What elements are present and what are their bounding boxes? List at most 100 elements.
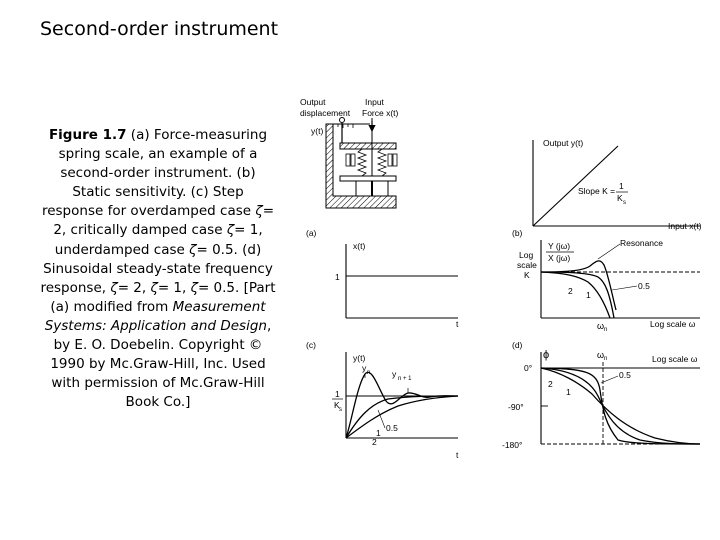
b-slope-line: [532, 145, 619, 227]
d-scale-label: scale: [517, 260, 537, 270]
d-log-label: Log: [519, 250, 533, 260]
d-mag-curves: [540, 260, 617, 319]
y-of-t-label: y(t): [311, 126, 323, 136]
slide-title: Second-order instrument: [40, 18, 279, 40]
d-mag-zeta-1: 1: [586, 290, 591, 300]
output-label-2: displacement: [300, 108, 351, 118]
b-slope-den-sub: s: [623, 200, 626, 206]
mag-zeta-1: [540, 271, 615, 319]
caption-part: = 1, underdamped case: [54, 222, 263, 258]
mass-plate: [339, 175, 397, 182]
d-log-scale-top: Log scale ω: [650, 319, 696, 329]
d-deg-90: -90°: [508, 402, 524, 412]
d-phase-zeta-2: 2: [548, 379, 553, 389]
c-zeta-2-label: 2: [372, 437, 377, 447]
d-mag-zeta-05-leader: [611, 285, 638, 291]
phase-zeta-1: [540, 367, 701, 445]
c-step-level-value: 1: [335, 272, 340, 282]
a-panel-label: (a): [306, 228, 317, 238]
c-yn1-label: y: [392, 369, 397, 379]
d-deg-0: 0°: [524, 363, 532, 373]
c-yn-markers: [364, 374, 409, 393]
output-label-1: Output: [300, 97, 326, 107]
c-panel-label: (c): [306, 340, 316, 350]
dampers: [345, 153, 398, 167]
c-step-curves: [345, 371, 459, 439]
frame-top-bar: [339, 142, 397, 150]
c-yn1-sub: n + 1: [398, 376, 412, 382]
scale-frame: [325, 123, 397, 209]
caption-part: (a) Force-measuring spring scale, an exa…: [41, 127, 268, 220]
c-y-of-t-label: y(t): [353, 353, 365, 363]
c-yn-label: y: [362, 363, 367, 373]
caption-part: ζ: [150, 279, 158, 296]
b-panel-label: (b): [512, 228, 523, 238]
caption-part: ζ: [189, 241, 197, 258]
mag-zeta-05: [540, 260, 617, 311]
input-label-1: Input: [365, 97, 385, 107]
mag-zeta-2: [540, 271, 611, 319]
d-phi-label: ϕ: [543, 349, 549, 361]
phase-zeta-2: [540, 367, 701, 445]
c-level-den-sub: s: [339, 407, 342, 413]
c-level-num: 1: [335, 389, 340, 399]
caption-part: ζ: [226, 222, 235, 239]
b-slope-num: 1: [619, 181, 624, 191]
caption-part: , by E. O. Doebelin. Copyright © 1990 by…: [50, 317, 272, 411]
d-deg-180: -180°: [502, 440, 522, 450]
figure-caption: Figure 1.7 (a) Force-measuring spring sc…: [40, 126, 276, 412]
d-mag-zeta-2: 2: [568, 286, 573, 296]
b-x-label: Input x(t): [668, 221, 702, 231]
c-x-of-t-label: x(t): [353, 241, 365, 251]
curve-zeta-1: [345, 395, 459, 439]
b-slope-den: K: [617, 193, 623, 203]
c-top-t-label: t: [456, 319, 459, 329]
pointer-ring: [339, 117, 345, 123]
panel-b-static-sensitivity: Output y(t) Input x(t) Slope K = 1 K s (…: [512, 138, 702, 238]
b-slope-label: Slope K =: [578, 186, 615, 196]
caption-part: Measurement Systems: Application and Des…: [44, 298, 267, 334]
d-phase-zeta-05-leader: [600, 375, 619, 384]
caption-part: ζ: [255, 203, 263, 220]
d-omega-n-sub: n: [604, 327, 607, 333]
c-zeta-05-label: 0.5: [386, 423, 398, 433]
panel-c-step-response: (c) y(t) y n y n + 1 1 K s 0.5 1 2 t: [306, 340, 459, 460]
caption-part: ζ: [110, 279, 118, 296]
d-phase-omega-sub: n: [604, 356, 607, 362]
c-bottom-t-label: t: [456, 450, 459, 460]
scale-ticks: [332, 124, 354, 128]
d-phase-curves: [540, 367, 701, 445]
caption-part: = 1,: [157, 279, 191, 296]
b-y-label: Output y(t): [543, 138, 583, 148]
d-mag-zeta-05: 0.5: [638, 281, 650, 291]
d-k-label: K: [524, 270, 530, 280]
phase-zeta-05: [540, 367, 701, 445]
d-resonance-label: Resonance: [620, 238, 663, 248]
input-label-2: Force x(t): [362, 108, 399, 118]
d-phase-zeta-1: 1: [566, 387, 571, 397]
panel-c-step-input: (a) x(t) 1 t: [306, 228, 459, 329]
d-resonance-leader: [597, 243, 621, 260]
d-omega-n: ω: [597, 321, 604, 331]
d-ratio-den: X (jω): [548, 253, 570, 263]
springs: [356, 148, 388, 177]
d-ratio-num: Y (jω): [548, 241, 570, 251]
caption-part: = 2, critically damped case: [53, 203, 275, 239]
d-panel-label: (d): [512, 340, 523, 350]
caption-part: = 2,: [117, 279, 151, 296]
panel-d-phase: (d) ϕ ω n Log scale ω 0° -90° -180° 0.5 …: [502, 340, 701, 450]
c-zeta-1-label: 1: [376, 428, 381, 438]
caption-part: ζ: [190, 279, 198, 296]
c-level-den: K: [334, 400, 340, 410]
caption-part: = 0.5. [Part (a) modified from: [50, 279, 276, 315]
d-log-scale-bottom: Log scale ω: [652, 354, 698, 364]
curve-zeta-2: [345, 395, 459, 439]
caption-part: Figure 1.7: [48, 127, 127, 143]
d-phase-zeta-05: 0.5: [619, 370, 631, 380]
d-phase-omega: ω: [597, 350, 604, 360]
caption-part: = 0.5. (d) Sinusoidal steady-state frequ…: [40, 241, 273, 296]
panel-d-magnitude: Log scale K Y (jω) X (jω) Resonance 2 1 …: [517, 238, 700, 333]
panel-a-spring-scale: Output displacement Input Force x(t) y(t…: [300, 97, 399, 209]
c-zeta-05-leader: [377, 409, 386, 429]
